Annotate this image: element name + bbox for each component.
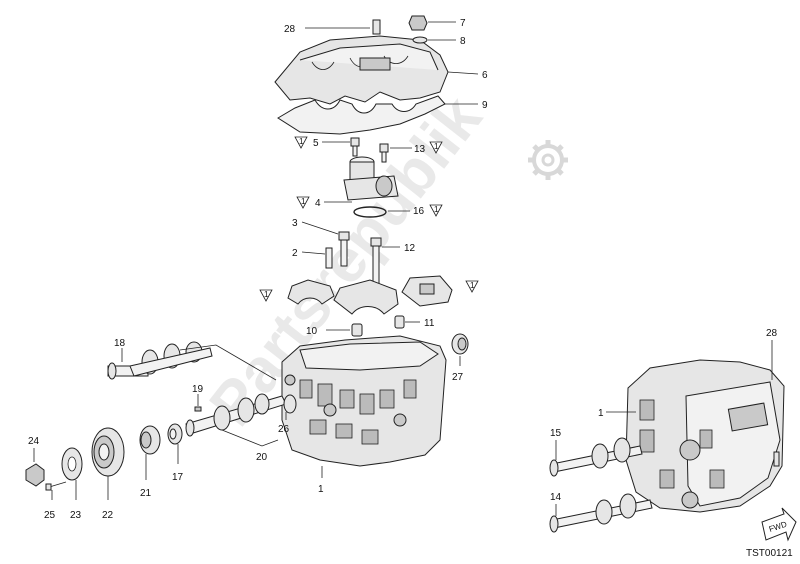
valve-cover — [274, 35, 479, 105]
callout-28-top: 28 — [284, 24, 296, 35]
ref-marker-5: 1 — [294, 136, 308, 149]
callout-22: 22 — [102, 510, 114, 521]
reference-markers: 1 1 1 1 1 1 — [259, 136, 479, 302]
nut-24 — [25, 448, 45, 487]
screw-25 — [45, 481, 67, 500]
callout-12: 12 — [404, 243, 416, 254]
callout-17: 17 — [172, 472, 184, 483]
camshaft-20 — [185, 393, 287, 447]
ref-marker-cap-right: 1 — [465, 280, 479, 293]
bolt-28-top — [305, 19, 381, 35]
valve-cover-gasket — [277, 95, 478, 135]
callout-9: 9 — [482, 100, 488, 111]
callout-23: 23 — [70, 510, 82, 521]
callout-2: 2 — [292, 248, 298, 259]
callout-7: 7 — [460, 18, 466, 29]
camshaft-15 — [549, 437, 643, 477]
breather-fitting — [324, 156, 399, 203]
screw-5 — [322, 137, 360, 157]
washer-8 — [412, 36, 456, 44]
ref-marker-cap-left: 1 — [259, 289, 273, 302]
callout-10: 10 — [306, 326, 318, 337]
callout-25: 25 — [44, 510, 56, 521]
callout-21: 21 — [140, 488, 152, 499]
callout-24: 24 — [28, 436, 40, 447]
nut-7 — [408, 15, 456, 31]
bolt-3 — [301, 221, 350, 267]
key-19 — [194, 394, 202, 412]
callout-28-right: 28 — [766, 328, 778, 339]
ref-marker-13: 1 — [429, 141, 443, 154]
svg-text:1: 1 — [434, 142, 439, 151]
callout-4: 4 — [315, 198, 321, 209]
callout-11: 11 — [424, 318, 435, 329]
callout-20: 20 — [256, 452, 268, 463]
o-ring-16 — [353, 206, 410, 218]
ref-marker-4: 1 — [296, 196, 310, 209]
svg-text:1: 1 — [434, 205, 439, 214]
cylinder-head — [281, 335, 447, 478]
camshaft-caps — [287, 275, 453, 315]
svg-text:1: 1 — [299, 137, 304, 146]
svg-text:1: 1 — [264, 290, 269, 299]
callout-26: 26 — [278, 424, 290, 435]
callout-13: 13 — [414, 144, 426, 155]
callout-14: 14 — [550, 492, 562, 503]
callout-8: 8 — [460, 36, 466, 47]
camshaft-18 — [107, 341, 277, 381]
timing-pulley-22 — [91, 427, 125, 500]
screw-13 — [379, 143, 412, 163]
assembled-head — [606, 340, 785, 513]
callout-18: 18 — [114, 338, 126, 349]
washer-23 — [61, 447, 83, 500]
callout-27: 27 — [452, 372, 464, 383]
diagram-code: TST00121 — [746, 548, 793, 559]
ring-26 — [283, 394, 297, 420]
callout-numbers: 28 7 8 6 9 5 13 4 16 3 2 12 10 11 18 27 … — [28, 18, 778, 521]
callout-6: 6 — [482, 70, 488, 81]
seal-27 — [451, 333, 469, 366]
spacer-17 — [167, 423, 183, 464]
dowel-10 — [326, 323, 363, 337]
gear-icon — [528, 140, 568, 180]
callout-15: 15 — [550, 428, 562, 439]
callout-19: 19 — [192, 384, 204, 395]
ref-marker-16: 1 — [429, 204, 443, 217]
callout-3: 3 — [292, 218, 298, 229]
svg-text:1: 1 — [470, 281, 475, 290]
callout-1-right: 1 — [598, 408, 604, 419]
stud-2 — [301, 247, 333, 269]
camshaft-14 — [549, 493, 653, 533]
callout-16: 16 — [413, 206, 425, 217]
svg-text:1: 1 — [301, 197, 306, 206]
callout-5: 5 — [313, 138, 319, 149]
hub-21 — [139, 425, 161, 480]
dowel-11 — [394, 315, 420, 329]
callout-1-head: 1 — [318, 484, 324, 495]
forward-arrow: FWD — [761, 507, 797, 542]
